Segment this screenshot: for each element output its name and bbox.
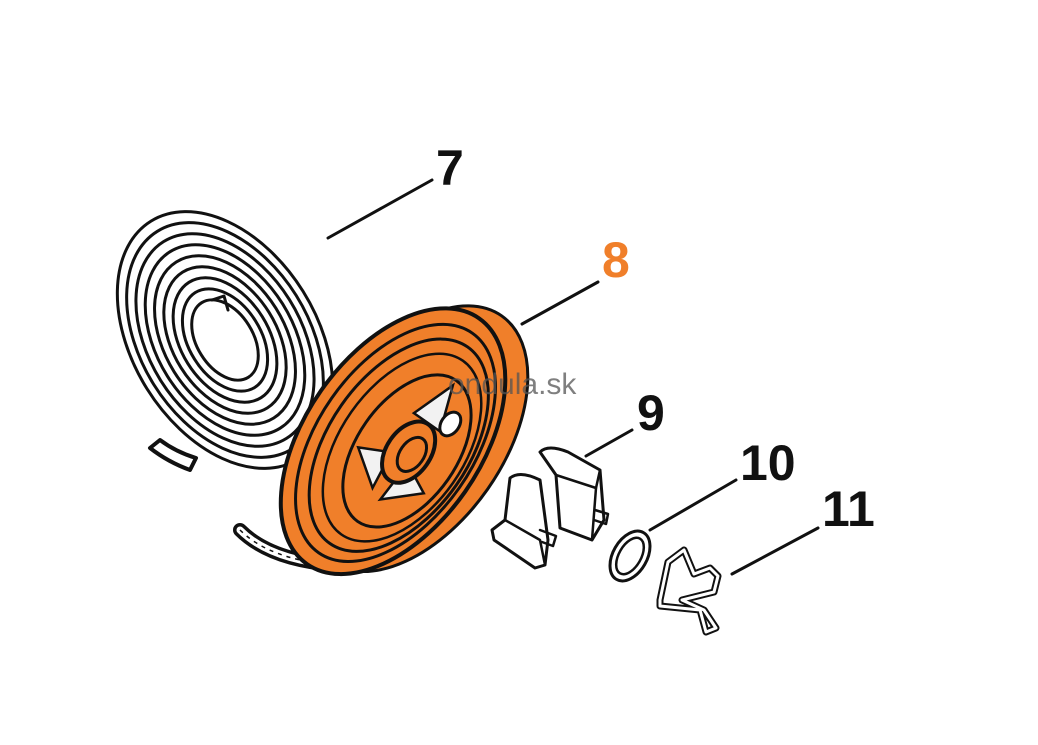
part-9-pawls bbox=[490, 446, 610, 570]
part-8-rope-pulley bbox=[233, 304, 530, 577]
part-11-spring-clip bbox=[656, 546, 722, 636]
leader-line-9 bbox=[584, 428, 634, 458]
leader-line-7 bbox=[326, 178, 434, 240]
leader-line-10 bbox=[648, 478, 738, 532]
leader-line-11 bbox=[730, 526, 820, 576]
spring-outer-end bbox=[148, 438, 198, 472]
callout-11: 11 bbox=[822, 481, 875, 537]
callout-7: 7 bbox=[436, 140, 464, 196]
callout-9: 9 bbox=[637, 385, 665, 441]
leader-line-8 bbox=[520, 280, 600, 326]
callout-8: 8 bbox=[602, 232, 630, 288]
spring-inner-hook bbox=[210, 294, 230, 312]
callout-10: 10 bbox=[740, 435, 796, 491]
watermark: ondula.sk bbox=[448, 368, 577, 401]
part-10-ring bbox=[608, 529, 652, 583]
